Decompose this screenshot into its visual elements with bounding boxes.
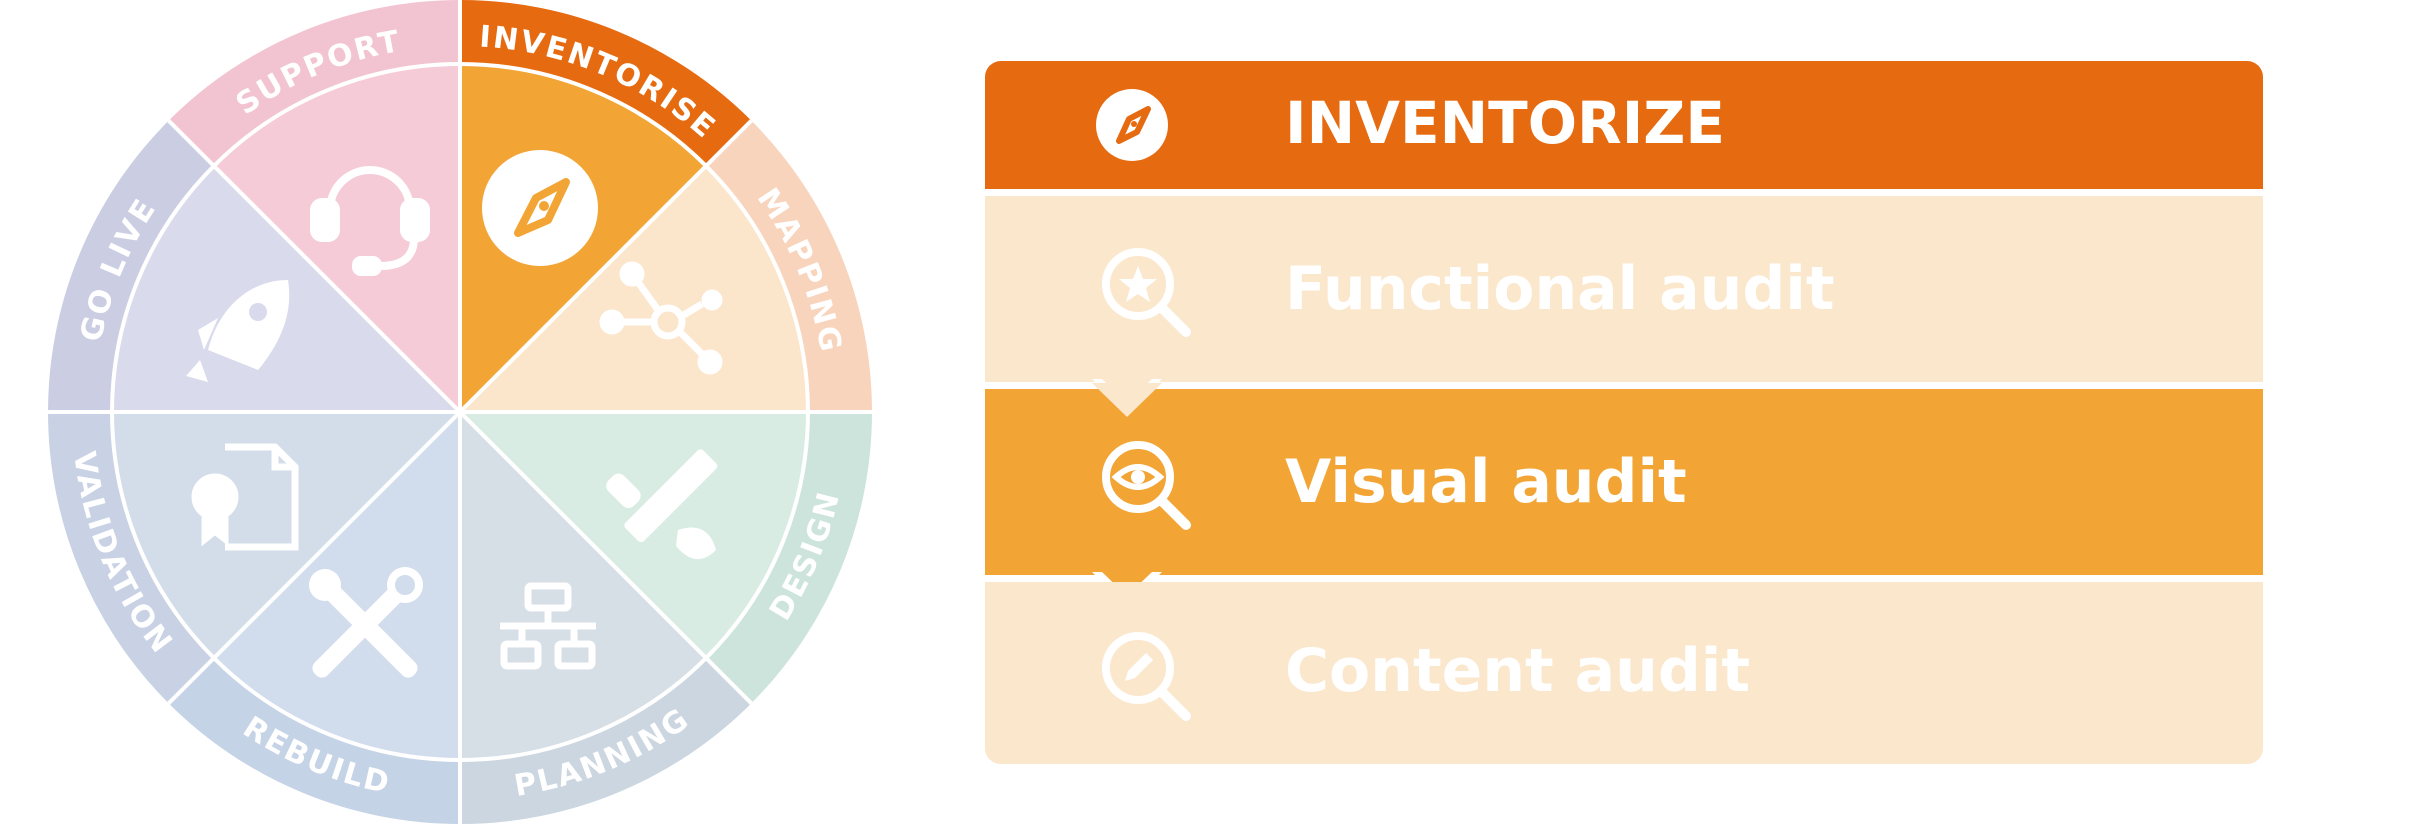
wheel-inner-ring (110, 62, 810, 762)
wheel-divider (458, 410, 753, 705)
step-label: Functional audit (1285, 254, 1835, 324)
step-visual-audit[interactable]: Visual audit (985, 389, 2263, 575)
divider (985, 382, 2263, 389)
divider (985, 189, 2263, 196)
certificate-icon (191, 443, 299, 551)
wheel-segment-mapping[interactable] (460, 165, 808, 412)
audit-steps-panel: INVENTORIZE Functional audit Visual audi… (985, 61, 2263, 764)
wheel-ring-planning (460, 658, 752, 824)
wheel-ring-rebuild (168, 658, 461, 824)
wheel-divider (167, 119, 462, 414)
caret-down-icon (1092, 383, 1162, 417)
step-label: INVENTORIZE (1285, 89, 1725, 157)
network-nodes-icon (599, 261, 723, 375)
wheel-ring-validation (48, 412, 214, 704)
process-wheel: INVENTORISEMAPPINGDESIGNPLANNINGREBUILDV… (48, 0, 872, 824)
search-star-icon (1102, 248, 1191, 337)
step-label: Visual audit (1285, 447, 1687, 517)
compass-icon (482, 150, 598, 266)
step-functional-audit[interactable]: Functional audit (985, 196, 2263, 382)
wheel-ring-design (706, 412, 872, 704)
tools-icon (309, 567, 423, 678)
wheel-segment-validation[interactable] (112, 412, 460, 659)
step-content-audit[interactable]: Content audit (985, 582, 2263, 764)
wheel-segment-support[interactable] (213, 63, 460, 412)
sitemap-icon (500, 582, 596, 670)
wheel-ring-inventorise (460, 0, 752, 166)
headset-icon (310, 166, 430, 276)
step-header-inventorize: INVENTORIZE (985, 61, 2263, 189)
wheel-divider (458, 119, 753, 414)
pencil-ruler-icon (606, 449, 718, 560)
compass-icon (1096, 89, 1168, 161)
rocket-icon (186, 280, 290, 382)
step-label: Content audit (1285, 636, 1751, 706)
divider (985, 575, 2263, 582)
search-eye-icon (1102, 441, 1191, 530)
wheel-ring-golive (48, 120, 214, 413)
wheel-segment-planning[interactable] (460, 412, 707, 760)
search-pencil-icon (1102, 632, 1191, 721)
wheel-divider (167, 410, 462, 705)
wheel-ring-mapping (706, 120, 872, 413)
wheel-ring-support (168, 0, 461, 166)
